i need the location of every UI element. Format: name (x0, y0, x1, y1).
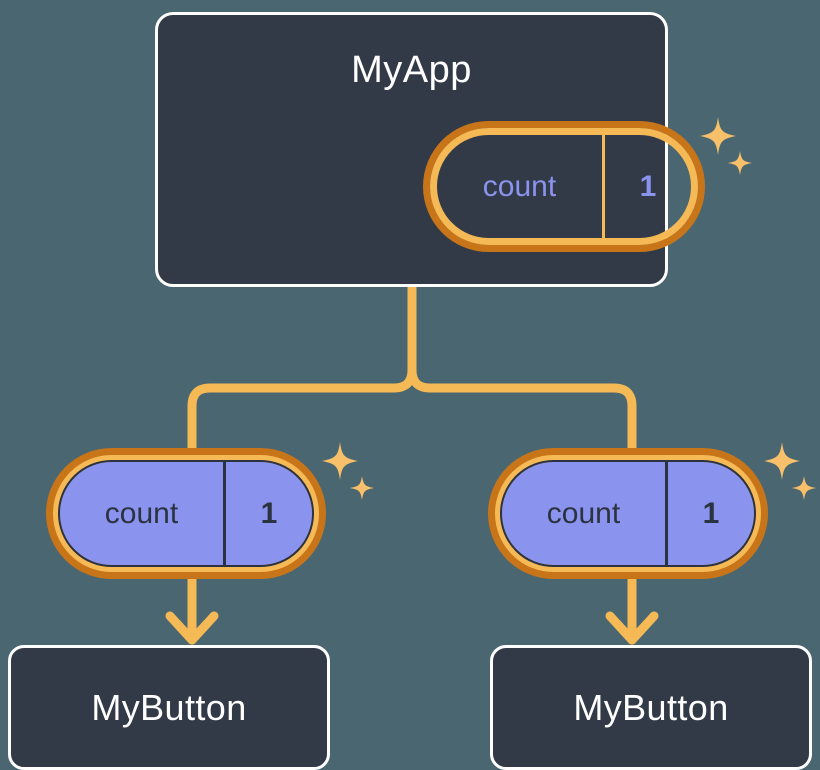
state-value-label: 1 (260, 496, 278, 530)
connector-branch-right (407, 365, 637, 467)
state-pill-child-right[interactable]: count 1 (495, 455, 761, 572)
component-card-mybutton-right[interactable]: MyButton (490, 645, 812, 770)
arrow-head-right (605, 611, 659, 645)
connector-branch-left (187, 365, 417, 467)
state-key-label: count (502, 462, 668, 565)
component-card-mybutton-left[interactable]: MyButton (8, 645, 330, 770)
arrow-head-left (165, 611, 219, 645)
component-title: MyButton (573, 686, 729, 728)
state-value-label: 1 (702, 496, 720, 530)
component-title: MyButton (91, 686, 247, 728)
page-title: MyApp (351, 49, 472, 91)
component-card-myapp[interactable]: MyApp count 1 (155, 12, 752, 287)
sparkles-icon (322, 442, 374, 500)
sparkles-icon (764, 442, 816, 500)
state-value-label: 1 (639, 169, 657, 203)
state-key-label: count (437, 135, 605, 238)
state-key-label: count (60, 462, 226, 565)
state-pill-root[interactable]: count 1 (430, 128, 698, 245)
state-pill-child-left[interactable]: count 1 (53, 455, 319, 572)
sparkles-icon (700, 117, 752, 175)
